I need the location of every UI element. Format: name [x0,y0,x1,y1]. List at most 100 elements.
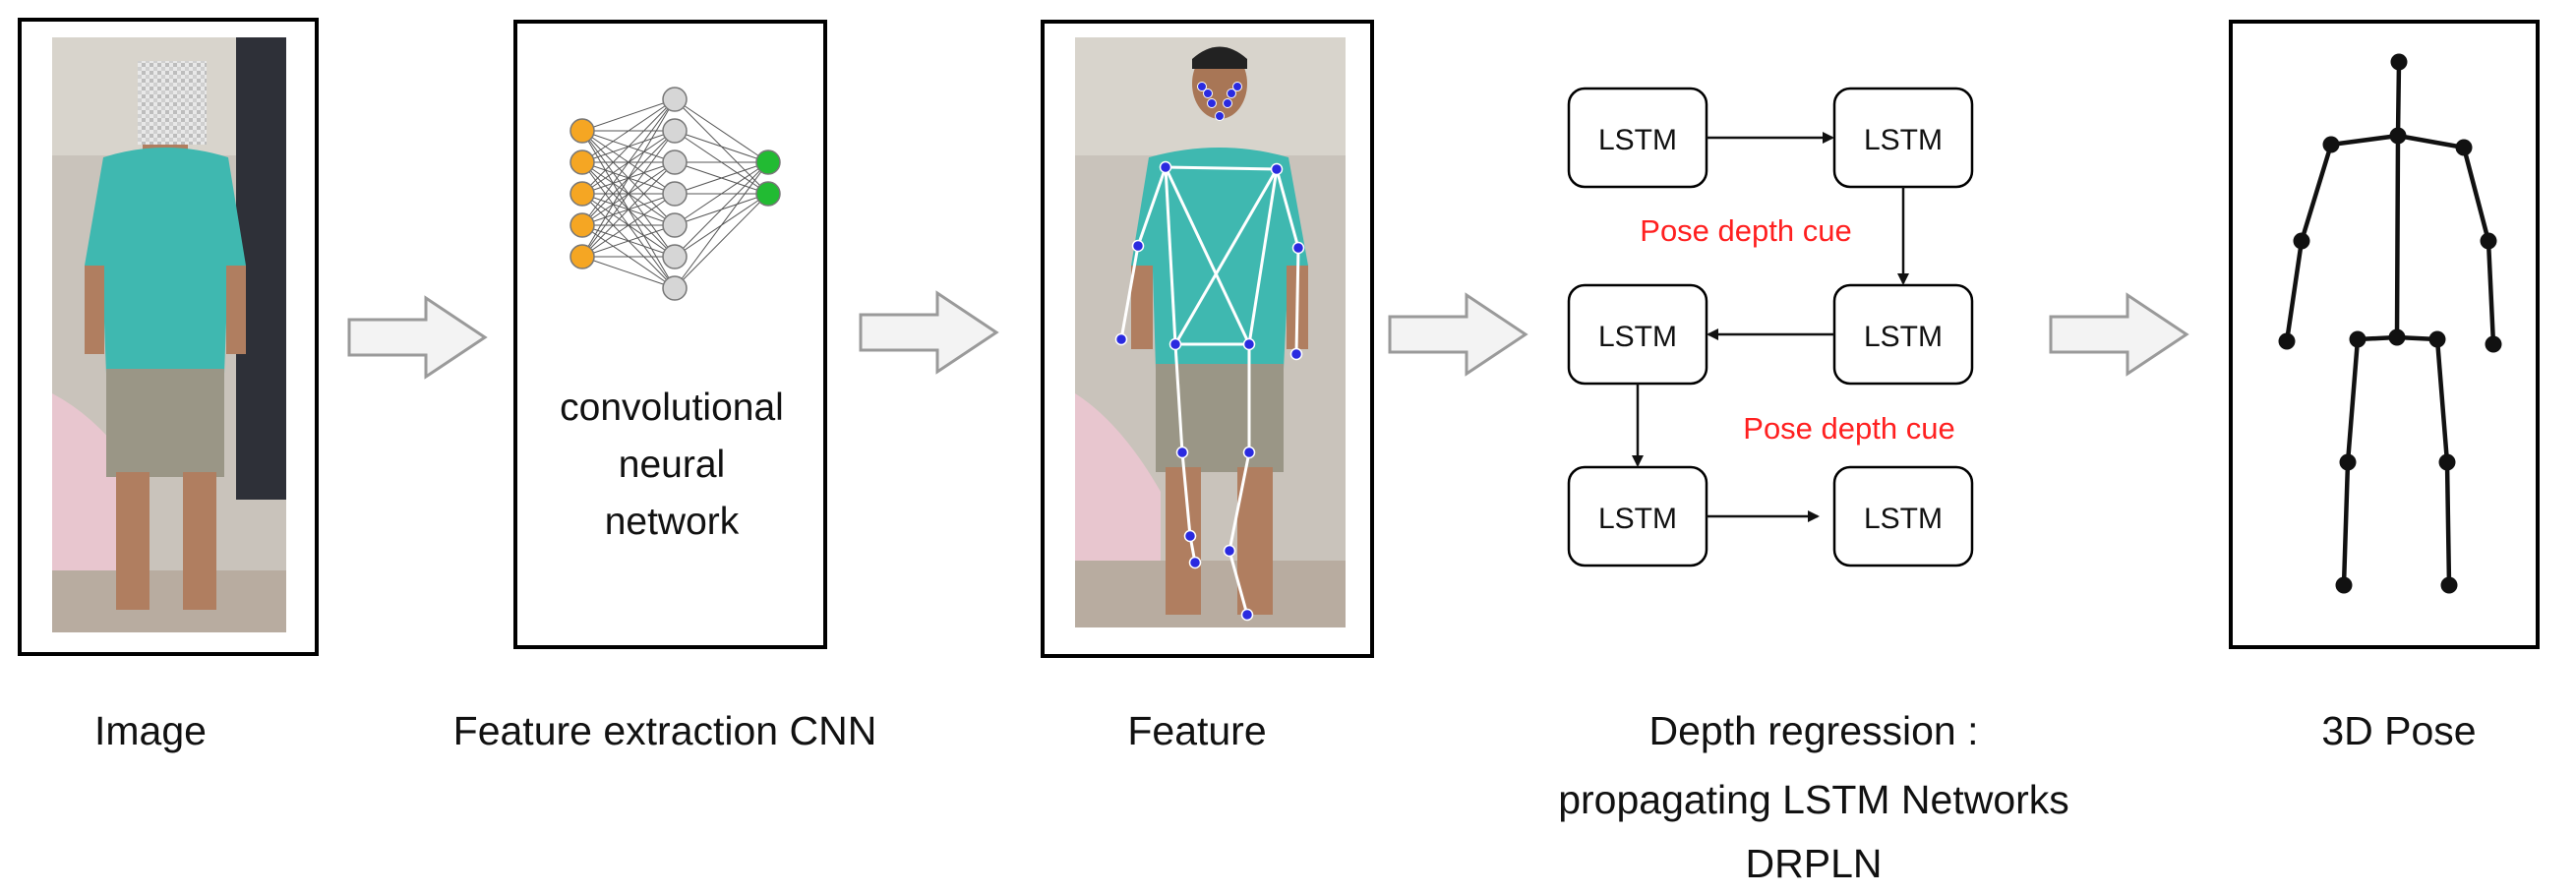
cnn-label-line2: neural [619,444,725,486]
blurred-face-mosaic-icon [138,61,207,145]
feature-panel [1041,20,1374,658]
hollow-right-arrow-icon [1388,293,1528,376]
skeleton-bone [1247,168,1279,345]
cnn-node [569,212,595,238]
skeleton-bone [1164,166,1251,345]
pose-bone [2395,59,2402,139]
pose-depth-cue-label: Pose depth cue [1743,411,1954,446]
cnn-panel: convolutional neural network [513,20,827,649]
caption-depth-line1: Depth regression : [1648,708,1978,753]
pose-joint [2390,53,2408,71]
lstm-network: LSTM LSTM LSTM LSTM LSTM LSTM Pose depth… [1567,87,1974,567]
pose-bone [2486,238,2496,347]
cnn-node [569,244,595,269]
cnn-node [755,181,781,207]
pose-joint [2480,232,2497,250]
cnn-node [662,244,688,269]
pose-joint [2278,332,2296,350]
lstm-cell-label: LSTM [1598,503,1677,535]
cnn-connection [581,256,676,289]
face-keypoint [1207,98,1217,108]
pose-joint [2389,127,2407,145]
skeleton-bone [1165,165,1278,171]
pose-bone [2395,133,2467,150]
lstm-cell-label: LSTM [1864,503,1943,535]
lstm-cell: LSTM [1832,87,1974,189]
pose-bone [2328,133,2401,148]
cnn-node [662,212,688,238]
pose-bone [2299,142,2334,244]
pose-bone [2345,336,2361,465]
body-keypoint [1168,337,1182,351]
pose-3d-panel [2229,20,2540,649]
pose-joint [2293,232,2310,250]
lstm-cell-label: LSTM [1598,321,1677,353]
cnn-label-line1: convolutional [560,387,784,429]
pose-joint [2335,576,2353,594]
lstm-cell-label: LSTM [1864,124,1943,156]
cnn-connection [674,130,769,163]
cnn-connection [674,98,769,163]
lstm-cell: LSTM [1567,87,1708,189]
pose-3d-skeleton [2278,53,2502,594]
cnn-node [569,149,595,175]
pose-joint [2322,136,2340,153]
pose-joint [2455,139,2473,156]
pose-joint [2485,335,2502,353]
cnn-network-graphic [569,87,781,301]
face-keypoint [1197,82,1207,91]
pose-joint [2388,328,2406,346]
cnn-connection [674,161,769,226]
cnn-connection [674,161,769,258]
skeleton-bone [1164,166,1177,345]
lstm-cell: LSTM [1567,465,1708,567]
cnn-node [662,149,688,175]
cnn-connection [581,98,676,132]
input-image-panel [18,18,319,656]
skeleton-bone [1275,168,1300,249]
caption-depth-line3: DRPLN [1746,841,1883,886]
cnn-label-line3: network [605,501,740,543]
pose-joint [2440,576,2458,594]
caption-cnn: Feature extraction CNN [453,708,877,753]
skeleton-bone [1180,451,1192,537]
pose-bone [2444,459,2452,588]
hollow-right-arrow-icon [859,291,998,374]
keypoint-skeleton-overlay [1114,82,1305,622]
cnn-connection [581,161,676,258]
cnn-node [755,149,781,175]
pose-joint [2339,453,2357,471]
cnn-connection [581,98,676,258]
body-keypoint [1242,446,1256,459]
caption-3d-pose: 3D Pose [2321,708,2476,753]
cnn-connection [581,98,676,226]
body-keypoint [1240,608,1254,622]
cnn-node [662,181,688,207]
body-keypoint [1291,241,1305,255]
lstm-cell: LSTM [1832,465,1974,567]
body-keypoint [1131,239,1145,253]
hollow-right-arrow-icon [347,296,487,379]
body-keypoint [1183,529,1197,543]
pose-bone [2434,336,2450,465]
cnn-node [662,118,688,144]
body-keypoint [1289,347,1303,361]
cnn-connection [674,161,769,195]
cnn-connection [674,161,769,289]
lstm-cell: LSTM [1567,283,1708,386]
person-figure [85,133,246,610]
body-keypoint [1223,544,1236,558]
lstm-cell-label: LSTM [1598,124,1677,156]
pose-joint [2349,330,2366,348]
cnn-node [662,275,688,301]
face-keypoint [1215,111,1225,121]
cnn-node [662,87,688,112]
cnn-node [569,118,595,144]
caption-image: Image [94,708,207,753]
face-keypoint [1232,82,1242,91]
body-keypoint [1270,162,1284,176]
face-keypoint [1227,89,1236,98]
cnn-connection [581,98,676,195]
skeleton-bone [1173,343,1184,453]
face-keypoint [1223,98,1232,108]
